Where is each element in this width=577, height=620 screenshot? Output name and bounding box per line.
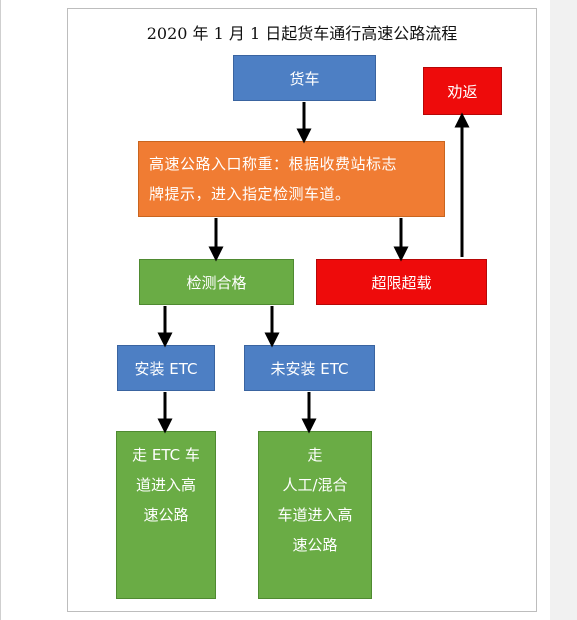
node-qualified-label: 检测合格 <box>186 273 247 292</box>
node-qualified: 检测合格 <box>139 259 294 305</box>
node-overloaded-label: 超限超载 <box>371 273 432 292</box>
diagram-title: 2020 年 1 月 1 日起货车通行高速公路流程 <box>146 24 458 43</box>
node-return-label: 劝返 <box>447 82 478 101</box>
scrollbar-track[interactable] <box>550 0 577 620</box>
node-return: 劝返 <box>423 67 502 115</box>
node-weigh-station: 高速公路入口称重：根据收费站标志 牌提示，进入指定检测车道。 <box>138 141 445 217</box>
node-truck: 货车 <box>233 55 376 101</box>
node-truck-label: 货车 <box>289 69 320 88</box>
node-no-etc: 未安装 ETC <box>244 345 375 391</box>
node-etc-lane: 走 ETC 车 道进入高 速公路 <box>116 431 216 599</box>
node-no-etc-label: 未安装 ETC <box>270 359 349 378</box>
node-weigh-station-label: 高速公路入口称重：根据收费站标志 牌提示，进入指定检测车道。 <box>149 155 398 203</box>
node-manual-lane-label: 走 人工/混合 车道进入高 速公路 <box>277 446 353 554</box>
node-etc-lane-label: 走 ETC 车 道进入高 速公路 <box>132 446 200 524</box>
node-has-etc-label: 安装 ETC <box>134 359 198 378</box>
page-border <box>0 0 1 620</box>
node-has-etc: 安装 ETC <box>117 345 215 391</box>
node-manual-lane: 走 人工/混合 车道进入高 速公路 <box>258 431 372 599</box>
node-overloaded: 超限超载 <box>316 259 487 305</box>
